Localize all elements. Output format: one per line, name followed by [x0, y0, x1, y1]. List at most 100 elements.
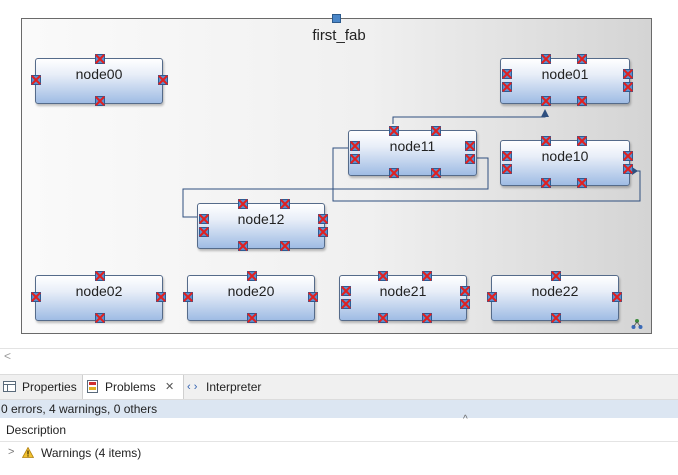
node-label: node10	[541, 148, 589, 164]
problems-summary: 0 errors, 4 warnings, 0 others	[0, 400, 678, 418]
disconnected-port-icon[interactable]	[541, 54, 551, 64]
disconnected-port-icon[interactable]	[350, 154, 360, 164]
disconnected-port-icon[interactable]	[541, 178, 551, 188]
horizontal-scrollbar[interactable]: <	[0, 348, 678, 367]
disconnected-port-icon[interactable]	[577, 96, 587, 106]
disconnected-port-icon[interactable]	[465, 141, 475, 151]
disconnected-port-icon[interactable]	[431, 168, 441, 178]
disconnected-port-icon[interactable]	[95, 54, 105, 64]
column-header-description[interactable]: Description	[6, 423, 67, 437]
disconnected-port-icon[interactable]	[465, 154, 475, 164]
disconnected-port-icon[interactable]	[350, 141, 360, 151]
tab-label: Properties	[22, 380, 77, 394]
disconnected-port-icon[interactable]	[183, 292, 193, 302]
tab-label: Problems	[105, 380, 156, 394]
disconnected-port-icon[interactable]	[318, 227, 328, 237]
disconnected-port-icon[interactable]	[502, 151, 512, 161]
disconnected-port-icon[interactable]	[199, 214, 209, 224]
node-label: node21	[379, 283, 427, 299]
disconnected-port-icon[interactable]	[460, 299, 470, 309]
disconnected-port-icon[interactable]	[431, 126, 441, 136]
node-node00[interactable]: node00	[31, 54, 168, 106]
disconnected-port-icon[interactable]	[318, 214, 328, 224]
warnings-label: Warnings (4 items)	[41, 446, 142, 460]
disconnected-port-icon[interactable]	[31, 75, 41, 85]
disconnected-port-icon[interactable]	[612, 292, 622, 302]
node-label: node00	[75, 66, 123, 82]
node-node10[interactable]: node10	[500, 136, 633, 188]
tree-layout-icon[interactable]	[631, 318, 643, 330]
disconnected-port-icon[interactable]	[95, 313, 105, 323]
disconnected-port-icon[interactable]	[623, 151, 633, 161]
node-label: node02	[75, 283, 123, 299]
interpreter-icon: ‹ ›	[187, 381, 198, 393]
disconnected-port-icon[interactable]	[502, 69, 512, 79]
disconnected-port-icon[interactable]	[378, 271, 388, 281]
disconnected-port-icon[interactable]	[541, 96, 551, 106]
node-label: node12	[237, 211, 285, 227]
disconnected-port-icon[interactable]	[341, 299, 351, 309]
disconnected-port-icon[interactable]	[577, 54, 587, 64]
warnings-tree-row[interactable]: > Warnings (4 items)	[0, 443, 678, 463]
tab-close-icon[interactable]: ✕	[165, 381, 175, 393]
disconnected-port-icon[interactable]	[238, 241, 248, 251]
node-node01[interactable]: node01	[500, 54, 633, 106]
problems-icon	[87, 380, 98, 393]
node-node20[interactable]: node20	[183, 271, 318, 323]
disconnected-port-icon[interactable]	[158, 75, 168, 85]
node-label: node22	[531, 283, 579, 299]
problems-table-header: Description ^	[0, 414, 678, 442]
diagram-canvas[interactable]: first_fab node00 node01 node11	[0, 0, 678, 348]
disconnected-port-icon[interactable]	[341, 286, 351, 296]
disconnected-port-icon[interactable]	[502, 82, 512, 92]
disconnected-port-icon[interactable]	[308, 292, 318, 302]
disconnected-port-icon[interactable]	[541, 136, 551, 146]
panel-tabbar: Properties Problems ✕ ‹ › Interpreter	[0, 374, 678, 400]
disconnected-port-icon[interactable]	[389, 168, 399, 178]
disconnected-port-icon[interactable]	[422, 313, 432, 323]
node-node22[interactable]: node22	[487, 271, 622, 323]
warning-icon	[22, 447, 34, 458]
disconnected-port-icon[interactable]	[95, 271, 105, 281]
disconnected-port-icon[interactable]	[156, 292, 166, 302]
disconnected-port-icon[interactable]	[502, 164, 512, 174]
disconnected-port-icon[interactable]	[623, 164, 633, 174]
tab-label: Interpreter	[206, 380, 262, 394]
problems-panel: Properties Problems ✕ ‹ › Interpreter 0 …	[0, 366, 678, 475]
scroll-left-arrow-icon[interactable]: <	[4, 349, 12, 363]
properties-icon	[3, 381, 16, 392]
disconnected-port-icon[interactable]	[31, 292, 41, 302]
node-node11[interactable]: node11	[348, 126, 477, 178]
expand-chevron-icon[interactable]: >	[8, 446, 15, 458]
node-label: node20	[227, 283, 275, 299]
disconnected-port-icon[interactable]	[623, 82, 633, 92]
disconnected-port-icon[interactable]	[623, 69, 633, 79]
disconnected-port-icon[interactable]	[577, 136, 587, 146]
disconnected-port-icon[interactable]	[95, 96, 105, 106]
disconnected-port-icon[interactable]	[422, 271, 432, 281]
disconnected-port-icon[interactable]	[280, 199, 290, 209]
disconnected-port-icon[interactable]	[378, 313, 388, 323]
disconnected-port-icon[interactable]	[577, 178, 587, 188]
disconnected-port-icon[interactable]	[460, 286, 470, 296]
disconnected-port-icon[interactable]	[389, 126, 399, 136]
sort-indicator-icon: ^	[463, 414, 468, 425]
tab-properties[interactable]: Properties	[0, 375, 80, 399]
node-node12[interactable]: node12	[197, 199, 328, 251]
disconnected-port-icon[interactable]	[247, 313, 257, 323]
disconnected-port-icon[interactable]	[280, 241, 290, 251]
tab-interpreter[interactable]: ‹ › Interpreter	[186, 375, 268, 399]
disconnected-port-icon[interactable]	[199, 227, 209, 237]
frame-title: first_fab	[312, 27, 366, 44]
tab-problems[interactable]: Problems ✕	[82, 375, 184, 399]
disconnected-port-icon[interactable]	[551, 271, 561, 281]
disconnected-port-icon[interactable]	[247, 271, 257, 281]
node-label: node11	[389, 138, 436, 154]
disconnected-port-icon[interactable]	[487, 292, 497, 302]
node-node02[interactable]: node02	[31, 271, 166, 323]
node-label: node01	[541, 66, 589, 82]
frame-port[interactable]	[332, 14, 341, 23]
disconnected-port-icon[interactable]	[551, 313, 561, 323]
disconnected-port-icon[interactable]	[238, 199, 248, 209]
node-node21[interactable]: node21	[339, 271, 470, 323]
